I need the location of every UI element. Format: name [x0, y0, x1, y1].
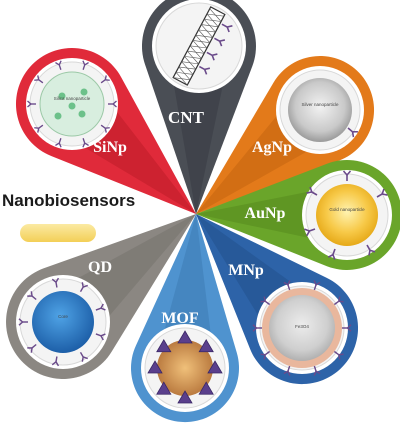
antibody-icon — [51, 356, 60, 367]
antibody-icon — [79, 351, 88, 362]
antibody-icon — [333, 296, 344, 306]
antibody-icon — [100, 75, 110, 84]
petal-label-sinp: SiNp — [93, 139, 127, 156]
petal-aunp: Gold nanoparticle AuNp — [196, 160, 400, 270]
antibody-icon — [108, 100, 117, 108]
petal-label-mnp: MNp — [228, 262, 264, 279]
antibody-icon — [79, 282, 88, 293]
antibody-icon — [327, 248, 336, 260]
nanostructure-aunp: Gold nanoparticle — [304, 170, 388, 260]
antibody-icon — [283, 280, 291, 291]
nanostructure-agnp: Silver nanoparticle — [288, 78, 358, 142]
antibody-icon — [342, 170, 352, 181]
antibody-icon — [252, 324, 262, 332]
nanostructure-mof — [147, 330, 223, 404]
nanostructure-label: Silica nanoparticle — [54, 96, 91, 101]
antibody-icon — [333, 350, 344, 360]
antibody-icon — [34, 75, 44, 84]
antibody-icon — [82, 60, 89, 70]
petal-mof: MOF — [131, 214, 240, 423]
antibody-icon — [342, 324, 352, 332]
antibody-icon — [51, 277, 60, 288]
diagram-title: Nanobiosensors — [2, 191, 135, 210]
nanostructure-label: Fe3O4 — [295, 324, 309, 329]
antibody-icon — [221, 23, 233, 33]
antibody-icon — [27, 291, 37, 301]
nanostructure-sinp: Silica nanoparticle — [27, 60, 117, 148]
antibody-icon — [283, 365, 291, 376]
antibody-icon — [95, 333, 106, 341]
antibody-icon — [100, 124, 110, 133]
antibody-icon — [82, 138, 89, 148]
petal-qd: Core QD — [6, 214, 197, 379]
antibody-icon — [18, 318, 28, 326]
antibody-icon — [34, 124, 44, 133]
antibody-icon — [206, 51, 218, 61]
nanostructure-label: Core — [58, 314, 68, 319]
antibody-icon — [260, 350, 271, 360]
antibody-icon — [27, 343, 37, 353]
petal-mnp: Fe3O4 MNp — [196, 214, 359, 385]
petal-label-qd: QD — [88, 259, 112, 276]
antibody-icon — [55, 138, 62, 148]
antibody-icon — [347, 127, 358, 138]
antibody-icon — [304, 228, 316, 237]
antibody-icon — [27, 100, 36, 108]
antibody-icon — [199, 65, 211, 75]
antibody-icon — [214, 37, 226, 47]
petal-label-cnt: CNT — [168, 108, 205, 127]
nanotube-icon — [172, 6, 233, 86]
antibody-icon — [313, 365, 321, 376]
petal-label-aunp: AuNp — [245, 205, 286, 222]
antibody-icon — [55, 60, 62, 70]
antibody-icon — [313, 280, 321, 291]
nanostructure-qd: Core — [18, 277, 106, 367]
petal-label-mof: MOF — [161, 310, 199, 327]
antibody-icon — [95, 303, 106, 311]
antibody-icon — [366, 244, 376, 256]
petal-label-agnp: AgNp — [252, 139, 292, 156]
antibody-icon — [376, 188, 388, 198]
nanostructure-label: Gold nanoparticle — [329, 207, 365, 212]
nanostructure-mnp: Fe3O4 — [252, 280, 352, 376]
title-accent-bar — [20, 224, 96, 242]
nanostructure-label: Silver nanoparticle — [301, 102, 339, 107]
antibody-icon — [260, 296, 271, 306]
nanostructure-cnt — [172, 6, 233, 86]
antibody-icon — [306, 186, 318, 196]
petal-cnt: CNT — [141, 0, 256, 215]
